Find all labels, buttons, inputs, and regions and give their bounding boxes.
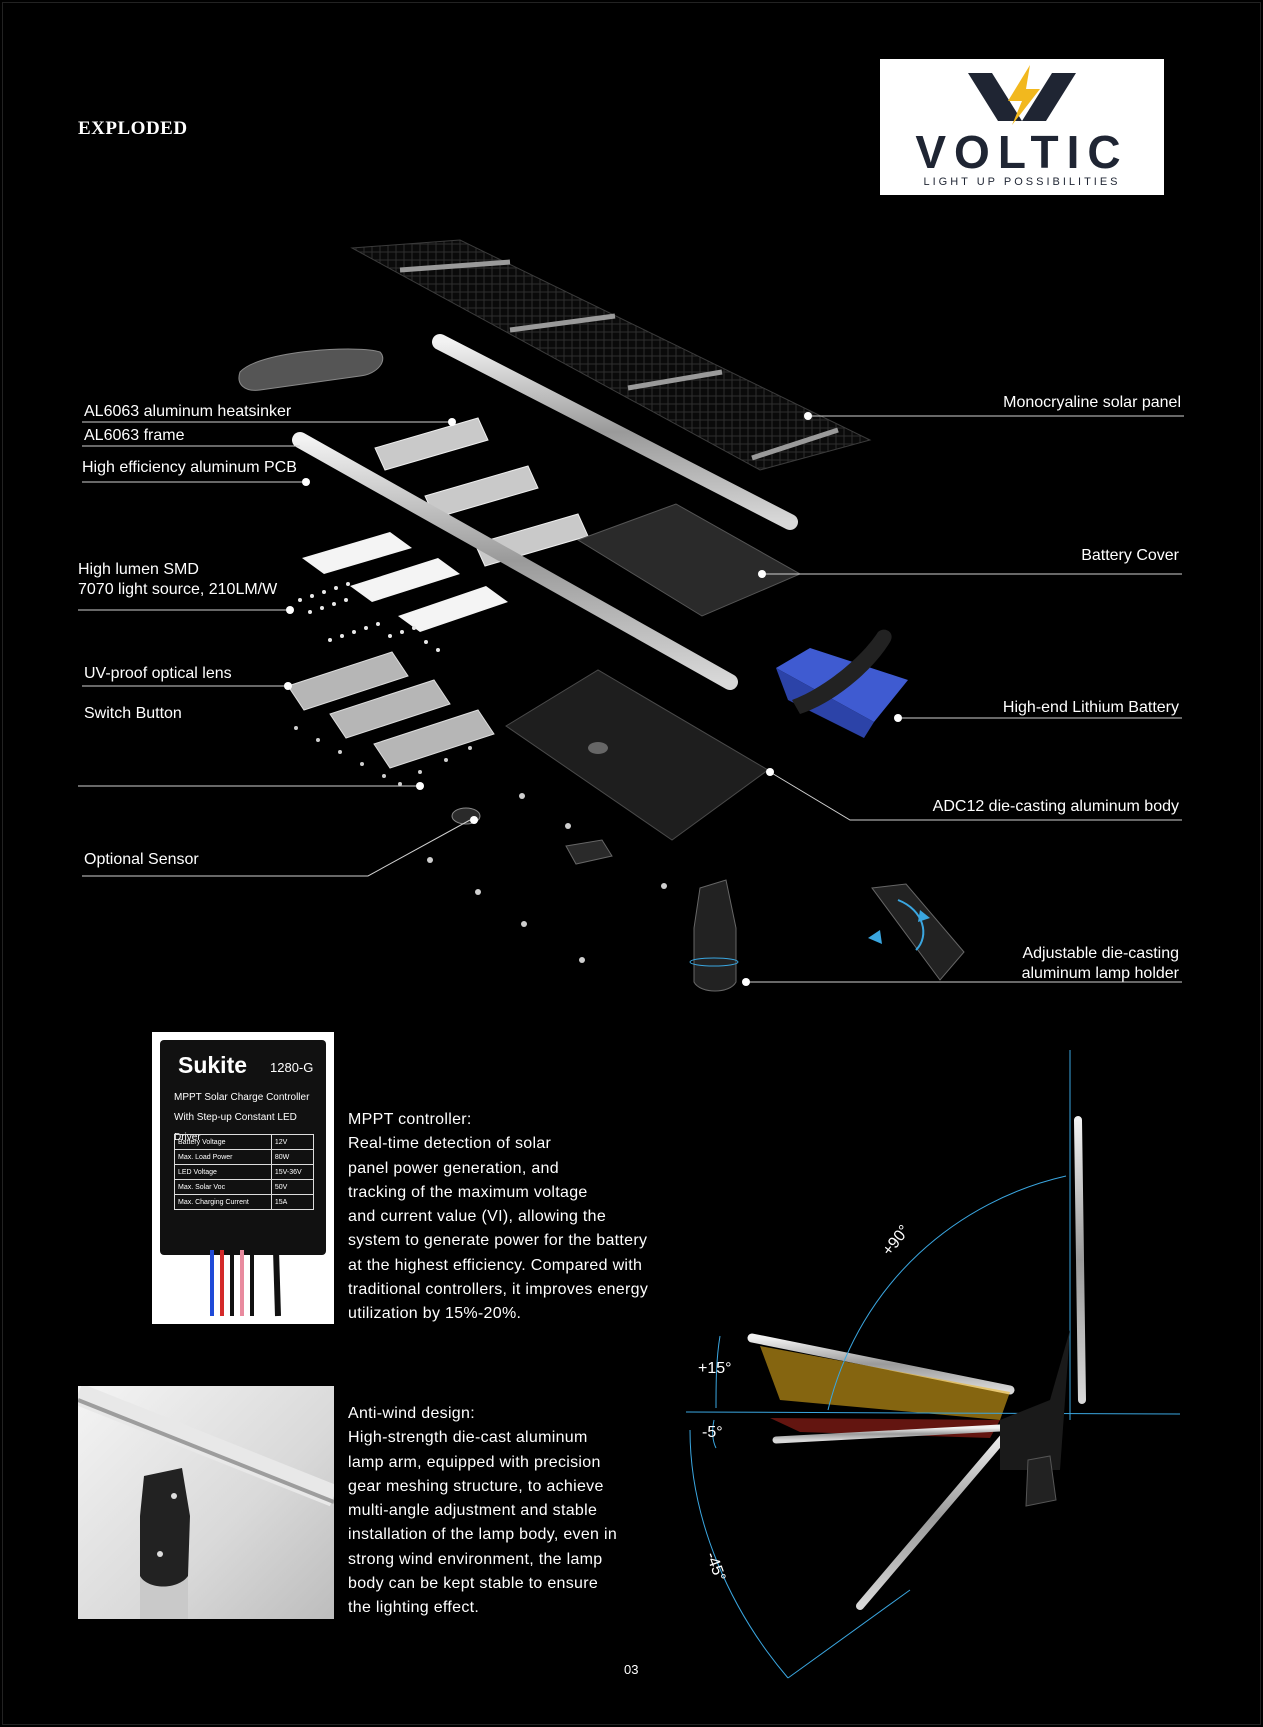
lithium-battery — [776, 629, 908, 738]
lamp-holder-angled — [868, 883, 965, 981]
angle-diagram — [685, 1050, 1181, 1679]
pcb-boards — [302, 532, 508, 632]
label-battery-cover: Battery Cover — [1081, 547, 1179, 564]
callout-dots — [284, 412, 902, 986]
logo-tagline: LIGHT UP POSSIBILITIES — [923, 176, 1121, 188]
controller-brand: Sukite — [178, 1052, 248, 1078]
callout-lines — [78, 415, 1184, 983]
lamp-holder-straight — [689, 879, 739, 992]
angle-label-down5: -5° — [702, 1424, 723, 1441]
label-holder: Adjustable die-casting aluminum lamp hol… — [1021, 945, 1179, 982]
label-sensor: Optional Sensor — [84, 851, 199, 868]
lamp-arm-illustration — [78, 1386, 334, 1619]
controller-wires — [210, 1250, 281, 1317]
screws — [294, 726, 667, 963]
label-battery: High-end Lithium Battery — [1002, 699, 1179, 716]
label-lens: UV-proof optical lens — [84, 665, 232, 682]
voltic-logo: VOLTIC LIGHT UP POSSIBILITIES — [880, 59, 1164, 195]
battery-cover — [576, 503, 802, 617]
label-solar-panel: Monocryaline solar panel — [1003, 394, 1181, 411]
switch-part — [565, 839, 613, 865]
solar-panel — [350, 239, 872, 471]
label-switch: Switch Button — [84, 705, 182, 722]
led-chips — [298, 582, 440, 652]
label-heatsinker: AL6063 aluminum heatsinker — [84, 403, 292, 420]
logo-mark-icon — [968, 65, 1076, 125]
controller-case: Sukite 1280-G MPPT Solar Charge Controll… — [160, 1040, 326, 1255]
mppt-controller-photo: Sukite 1280-G MPPT Solar Charge Controll… — [152, 1032, 334, 1324]
label-smd: High lumen SMD 7070 light source, 210LM/… — [78, 561, 278, 598]
optical-lenses — [287, 651, 495, 769]
end-cap — [238, 348, 384, 391]
label-frame: AL6063 frame — [84, 427, 185, 444]
lamp-arm-photo — [78, 1386, 334, 1619]
page-number: 03 — [624, 1662, 639, 1677]
controller-model: 1280-G — [270, 1060, 314, 1075]
lower-frame-tube — [292, 432, 738, 690]
page-title: EXPLODED — [78, 118, 188, 139]
antiwind-description: Anti-wind design: High-strength die-cast… — [348, 1405, 618, 1617]
mppt-description: MPPT controller: Real-time detection of … — [348, 1111, 649, 1323]
upper-frame-tube — [432, 334, 798, 530]
label-pcb: High efficiency aluminum PCB — [82, 459, 297, 476]
lamp-body — [505, 669, 769, 841]
label-body: ADC12 die-casting aluminum body — [932, 798, 1179, 815]
angle-label-up15: +15° — [698, 1360, 732, 1377]
logo-wordmark: VOLTIC — [915, 126, 1129, 178]
